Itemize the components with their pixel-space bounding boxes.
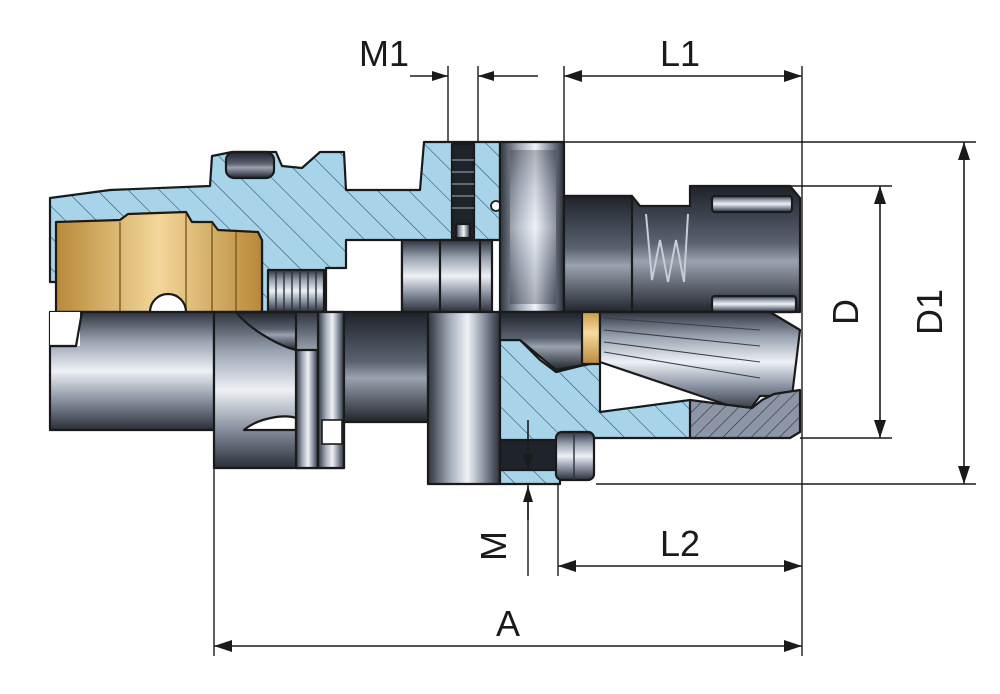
label-l1: L1 bbox=[660, 33, 700, 74]
label-a: A bbox=[496, 603, 520, 644]
threaded-sleeve bbox=[266, 268, 326, 314]
label-l2: L2 bbox=[660, 523, 700, 564]
label-d1: D1 bbox=[909, 289, 950, 335]
socket-head-screw bbox=[554, 430, 596, 482]
nut-section bbox=[688, 388, 802, 440]
drive-slot bbox=[224, 150, 276, 180]
outer-flange bbox=[426, 310, 502, 486]
label-d: D bbox=[825, 299, 866, 325]
label-m: M bbox=[473, 531, 514, 561]
upper-section-view bbox=[48, 140, 802, 332]
dimensions: M1 L1 D D1 M L2 A bbox=[213, 33, 976, 656]
lower-exterior-view bbox=[48, 310, 802, 486]
label-m1: M1 bbox=[359, 33, 409, 74]
